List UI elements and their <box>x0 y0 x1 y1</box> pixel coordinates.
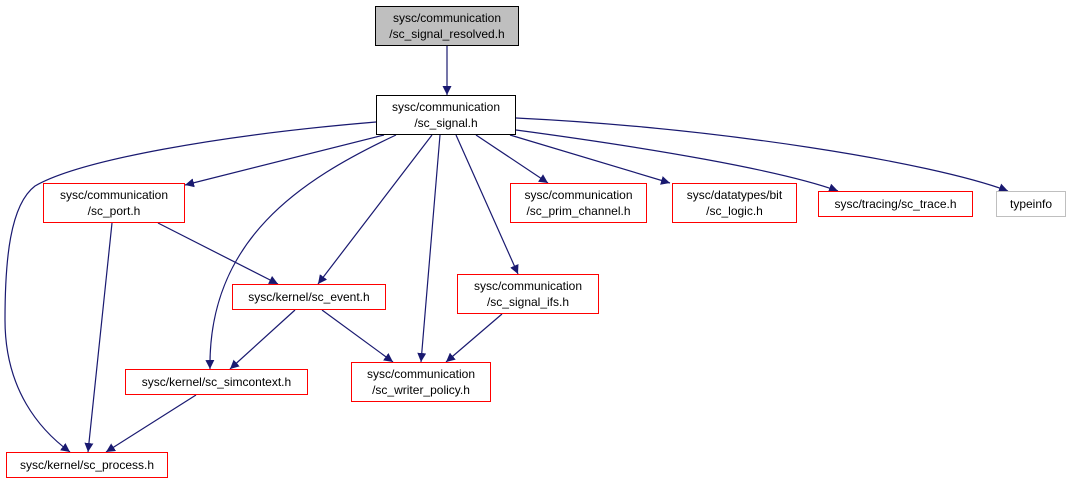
node-typeinfo: typeinfo <box>996 191 1066 217</box>
node-label-line1: sysc/communication <box>524 188 633 202</box>
edge-sc-simcontext-to-sc-process <box>105 394 197 453</box>
node-label-line1: sysc/communication <box>391 100 501 114</box>
node-sc-process[interactable]: sysc/kernel/sc_process.h <box>6 452 168 478</box>
node-label-line1: sysc/kernel/sc_simcontext.h <box>141 375 292 389</box>
node-label-line1: sysc/kernel/sc_process.h <box>19 458 155 472</box>
node-sc-signal-resolved: sysc/communication /sc_signal_resolved.h <box>375 6 519 46</box>
node-label-line1: sysc/communication <box>473 279 583 293</box>
edge-sc-event-to-sc-writer-policy <box>321 309 394 363</box>
node-sc-port[interactable]: sysc/communication /sc_port.h <box>43 183 185 223</box>
edge-sc-signal-ifs-to-sc-writer-policy <box>445 313 503 363</box>
node-label-line2: /sc_signal_ifs.h <box>486 295 570 309</box>
node-label-line1: typeinfo <box>1009 197 1053 211</box>
edge-sc-port-to-sc-event <box>157 222 279 285</box>
node-label-line1: sysc/communication <box>59 188 169 202</box>
edge-sc-signal-to-sc-trace <box>515 129 839 193</box>
edge-sc-signal-to-sc-event <box>317 134 433 285</box>
node-label-line1: sysc/tracing/sc_trace.h <box>834 197 957 211</box>
edge-sc-signal-to-sc-process <box>4 121 377 453</box>
node-sc-signal[interactable]: sysc/communication /sc_signal.h <box>376 95 516 135</box>
node-label-line2: /sc_logic.h <box>706 204 763 218</box>
node-sc-writer-policy[interactable]: sysc/communication /sc_writer_policy.h <box>351 362 491 402</box>
edge-sc-signal-to-typeinfo <box>515 117 1009 193</box>
edge-sc-signal-to-sc-signal-ifs <box>455 134 519 275</box>
node-label-line2: /sc_prim_channel.h <box>526 204 631 218</box>
node-label-line1: sysc/communication <box>366 367 476 381</box>
node-sc-event[interactable]: sysc/kernel/sc_event.h <box>232 284 386 310</box>
node-label-line1: sysc/kernel/sc_event.h <box>248 290 370 304</box>
edge-sc-signal-to-sc-simcontext <box>205 134 397 370</box>
node-sc-trace[interactable]: sysc/tracing/sc_trace.h <box>818 191 973 217</box>
edge-sc-port-to-sc-process <box>84 222 113 453</box>
edge-sc-event-to-sc-simcontext <box>229 309 296 370</box>
node-sc-signal-ifs[interactable]: sysc/communication /sc_signal_ifs.h <box>457 274 599 314</box>
node-sc-prim-channel[interactable]: sysc/communication /sc_prim_channel.h <box>510 183 647 223</box>
edge-sc-signal-to-sc-prim-channel <box>475 134 549 184</box>
node-label-line1: sysc/communication <box>392 11 502 25</box>
edge-sc-signal-to-sc-writer-policy <box>417 134 441 363</box>
edge-sc-signal-to-sc-logic <box>509 134 671 185</box>
node-label-line2: /sc_signal_resolved.h <box>389 27 505 41</box>
node-label-line2: /sc_signal.h <box>414 116 478 130</box>
node-label-line2: /sc_writer_policy.h <box>372 383 470 397</box>
node-sc-simcontext[interactable]: sysc/kernel/sc_simcontext.h <box>125 369 308 395</box>
edge-sc-signal-to-sc-port <box>184 134 385 188</box>
node-label-line1: sysc/datatypes/bit <box>686 188 783 202</box>
node-label-line2: /sc_port.h <box>87 204 141 218</box>
node-sc-logic[interactable]: sysc/datatypes/bit /sc_logic.h <box>672 183 797 223</box>
